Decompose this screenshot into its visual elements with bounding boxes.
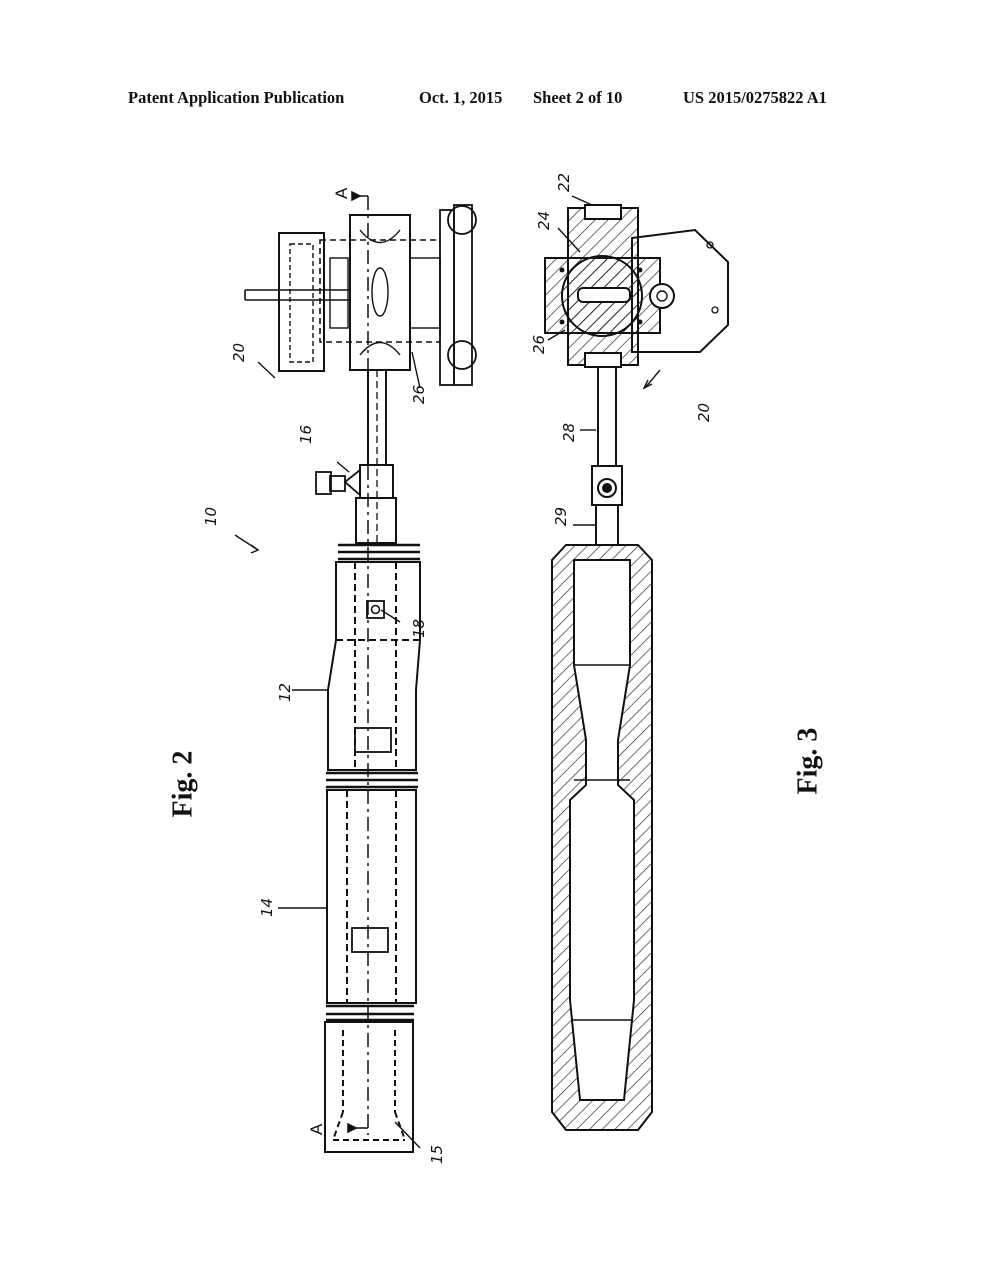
section-mark-top: A — [332, 187, 351, 199]
valve-16 — [315, 464, 397, 544]
sheet-number: Sheet 2 of 10 — [533, 88, 623, 107]
fig2-drawing — [234, 190, 477, 1153]
publication-date: Oct. 1, 2015 — [419, 88, 503, 107]
shaft — [367, 370, 387, 545]
section-mark-bottom: A — [307, 1123, 326, 1135]
fig3-drawing — [544, 195, 729, 1131]
patent-number: US 2015/0275822 A1 — [683, 88, 827, 107]
ref-29: 29 — [552, 507, 570, 526]
section-line — [347, 190, 369, 1135]
end-cap-15 — [324, 1021, 414, 1153]
ref-26-fig3: 26 — [530, 335, 548, 354]
head-cross-section-20 — [544, 204, 729, 368]
body-section-14 — [326, 789, 417, 1004]
ref-18: 18 — [410, 619, 428, 638]
coupling-rings — [326, 543, 420, 1022]
ref-28: 28 — [560, 423, 578, 442]
rod-28-29 — [591, 364, 623, 546]
head-assembly-20 — [244, 204, 477, 386]
fig2-leaders — [234, 351, 421, 1149]
ref-14: 14 — [258, 898, 276, 917]
tube-cross-section — [551, 544, 653, 1131]
ref-12: 12 — [276, 683, 294, 702]
body-section-12 — [327, 561, 421, 771]
ref-16: 16 — [297, 425, 315, 444]
ref-20-fig2: 20 — [230, 343, 248, 362]
fig3-leaders — [547, 195, 661, 526]
ref-22: 22 — [555, 173, 573, 192]
ref-10: 10 — [202, 507, 220, 526]
page-header: Patent Application Publication Oct. 1, 2… — [0, 88, 993, 112]
ref-26-fig2: 26 — [410, 385, 428, 404]
publication-label: Patent Application Publication — [128, 88, 345, 107]
ref-24: 24 — [535, 211, 553, 230]
ref-20-fig3: 20 — [695, 403, 713, 422]
ref-15: 15 — [428, 1145, 446, 1164]
